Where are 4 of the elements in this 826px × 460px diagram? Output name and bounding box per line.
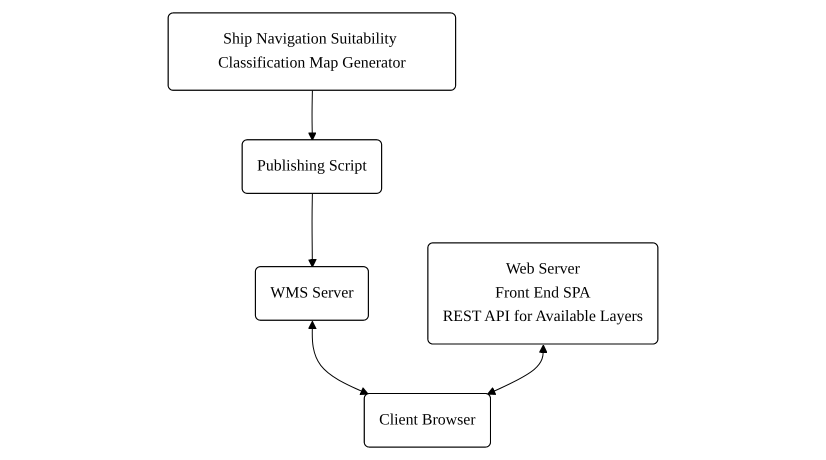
arrow: [308, 193, 317, 268]
arrow: [486, 344, 548, 395]
arrow: [308, 320, 369, 395]
arrow: [308, 90, 317, 141]
